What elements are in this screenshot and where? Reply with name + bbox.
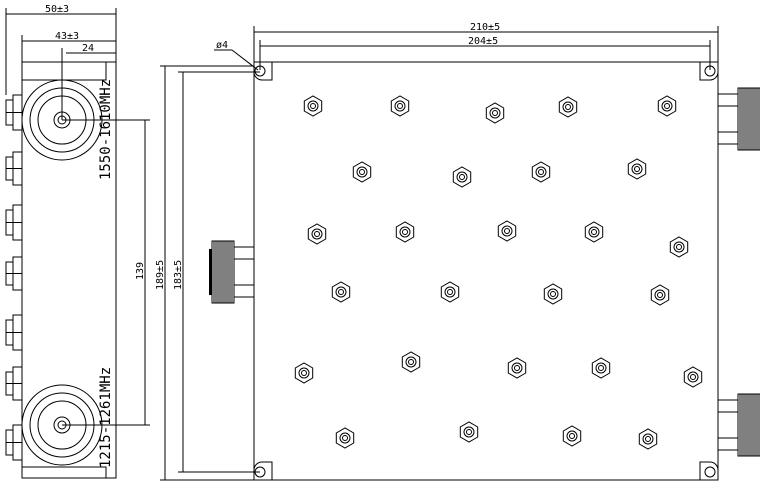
hex-nut bbox=[452, 166, 472, 188]
dim-front-width: 210±5 bbox=[470, 22, 500, 33]
hex-nut bbox=[459, 421, 479, 443]
side-top-band bbox=[21, 61, 107, 81]
port-high-label: 1550-1610MHz bbox=[98, 79, 114, 180]
dim-port-spacing: 139 bbox=[135, 262, 146, 280]
hex-nut bbox=[558, 96, 578, 118]
tuning-screws bbox=[294, 95, 703, 450]
dim-side-width: 50±3 bbox=[45, 4, 69, 15]
mounting-tab bbox=[5, 424, 23, 461]
hex-nut bbox=[294, 362, 314, 384]
dim-front-height: 189±5 bbox=[155, 260, 166, 290]
connector-right-bottom bbox=[718, 393, 760, 457]
hex-nut bbox=[627, 158, 647, 180]
dim-hole-diameter: ø4 bbox=[216, 40, 228, 51]
side-mounting-tabs bbox=[5, 94, 23, 461]
dim-side-offset: 43±3 bbox=[55, 31, 79, 42]
port-low-label: 1215-1261MHz bbox=[98, 367, 114, 468]
hex-nut bbox=[335, 427, 355, 449]
mounting-tab bbox=[5, 94, 23, 131]
mounting-tab bbox=[5, 366, 23, 401]
hex-nut bbox=[531, 161, 551, 183]
hex-nut bbox=[591, 357, 611, 379]
mounting-tab bbox=[5, 151, 23, 186]
hex-nut bbox=[562, 425, 582, 447]
front-connectors bbox=[209, 87, 760, 457]
hex-nut bbox=[331, 281, 351, 303]
hex-nut bbox=[485, 102, 505, 124]
hex-nut bbox=[390, 95, 410, 117]
hex-nut bbox=[683, 366, 703, 388]
dim-side-center: 24 bbox=[82, 43, 94, 54]
hex-nut bbox=[638, 428, 658, 450]
hex-nut bbox=[507, 357, 527, 379]
mounting-tab bbox=[5, 256, 23, 291]
hex-nut bbox=[650, 284, 670, 306]
dim-hole-spacing-v: 183±5 bbox=[173, 260, 184, 290]
hex-nut bbox=[584, 221, 604, 243]
hex-nut bbox=[303, 95, 323, 117]
hex-nut bbox=[657, 95, 677, 117]
mounting-tab bbox=[5, 314, 23, 351]
front-view: 210±5 204±5 ø4 189±5 183±5 bbox=[155, 22, 760, 481]
connector-right-top bbox=[718, 87, 760, 151]
connector-left-common bbox=[209, 240, 254, 304]
hex-nut bbox=[352, 161, 372, 183]
side-view: 50±3 43±3 24 139 1550-1610MHz 1215-1261M… bbox=[5, 4, 150, 479]
dim-hole-spacing-h: 204±5 bbox=[468, 36, 498, 47]
front-body-outline bbox=[253, 61, 719, 481]
hex-nut bbox=[497, 220, 517, 242]
corner-holes bbox=[253, 62, 719, 480]
mounting-tab bbox=[5, 204, 23, 241]
side-bottom-band bbox=[21, 466, 107, 479]
hex-nut bbox=[543, 283, 563, 305]
hex-nut bbox=[401, 351, 421, 373]
hex-nut bbox=[307, 223, 327, 245]
hex-nut bbox=[440, 281, 460, 303]
hex-nut bbox=[395, 221, 415, 243]
hex-nut bbox=[669, 236, 689, 258]
